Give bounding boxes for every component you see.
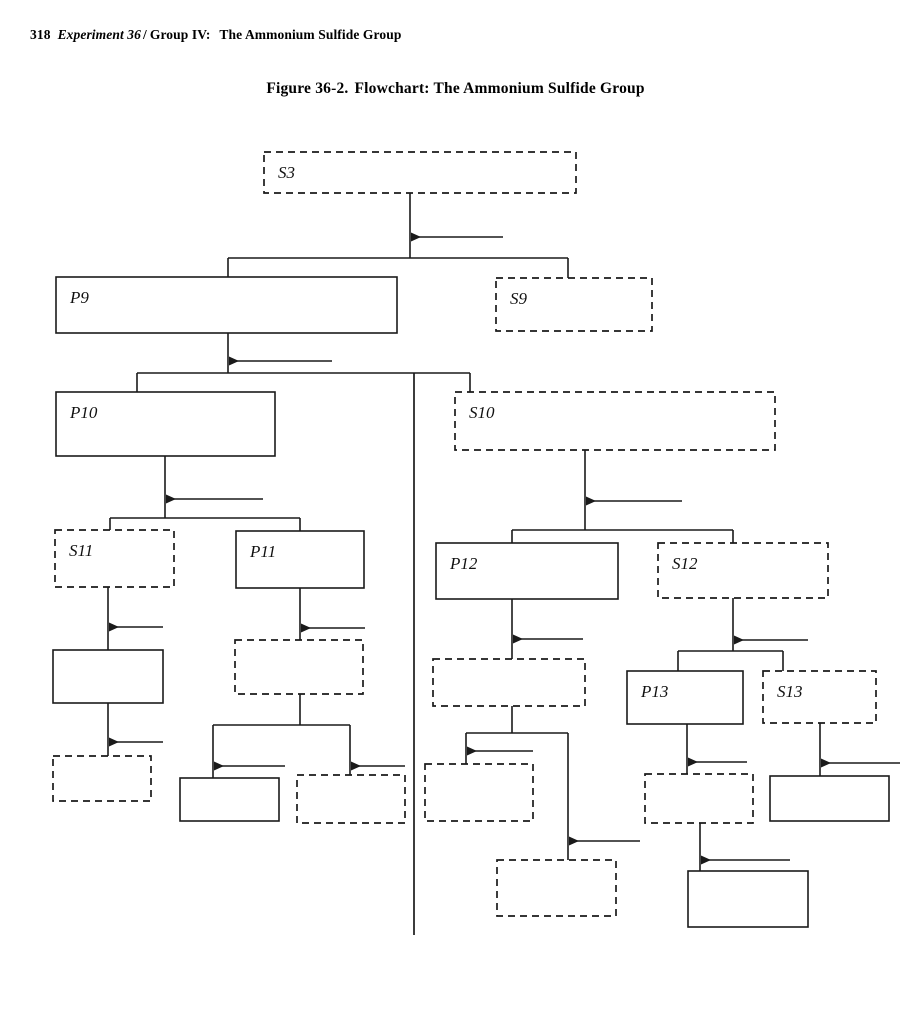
node-P9: P9 xyxy=(55,276,398,334)
blank-box-B4 xyxy=(179,777,280,822)
box-S12 xyxy=(657,542,829,599)
node-B11 xyxy=(687,870,809,928)
reagent-arrows xyxy=(109,232,900,865)
running-head-title: The Ammonium Sulfide Group xyxy=(219,27,402,42)
connector-B6-to-B7-B8 xyxy=(465,706,569,860)
node-label-P13: P13 xyxy=(640,682,668,701)
connector-P9-to-P10-S10 xyxy=(136,333,471,392)
node-label-S10: S10 xyxy=(469,403,495,422)
running-head-separator: / xyxy=(143,27,147,42)
blank-box-B1 xyxy=(52,649,164,704)
connector-S12-to-P13-S13 xyxy=(677,598,784,671)
connector-S10-to-P12-S12 xyxy=(511,450,734,543)
box-S9 xyxy=(495,277,653,332)
blank-box-B8 xyxy=(496,859,617,917)
box-P13 xyxy=(626,670,744,725)
connector-lines xyxy=(107,193,821,871)
blank-box-B2 xyxy=(52,755,152,802)
node-label-P10: P10 xyxy=(69,403,98,422)
node-B8 xyxy=(496,859,617,917)
node-P11: P11 xyxy=(235,530,365,589)
node-label-S3: S3 xyxy=(278,163,295,182)
node-B10 xyxy=(769,775,890,822)
box-S10 xyxy=(454,391,776,451)
figure-number: Figure 36-2. xyxy=(266,80,349,97)
node-B9 xyxy=(644,773,754,824)
node-label-P11: P11 xyxy=(249,542,276,561)
figure-caption: Figure 36-2. Flowchart: The Ammonium Sulf… xyxy=(0,80,911,98)
node-B1 xyxy=(52,649,164,704)
blank-box-B9 xyxy=(644,773,754,824)
node-B7 xyxy=(424,763,534,822)
box-S11 xyxy=(54,529,175,588)
node-P10: P10 xyxy=(55,391,276,457)
node-label-S11: S11 xyxy=(69,541,93,560)
blank-box-B3 xyxy=(234,639,364,695)
node-S9: S9 xyxy=(495,277,653,332)
box-S13 xyxy=(762,670,877,724)
experiment-label: Experiment 36 xyxy=(57,27,141,42)
blank-box-B11 xyxy=(687,870,809,928)
node-S3: S3 xyxy=(263,151,577,194)
node-B6 xyxy=(432,658,586,707)
box-P12 xyxy=(435,542,619,600)
connector-S3-to-P9-S9 xyxy=(227,193,569,278)
node-B4 xyxy=(179,777,280,822)
connector-B3-to-B4-B5 xyxy=(212,694,351,778)
blank-box-B10 xyxy=(769,775,890,822)
box-P11 xyxy=(235,530,365,589)
node-S11: S11 xyxy=(54,529,175,588)
box-P10 xyxy=(55,391,276,457)
connector-P10-to-S11-P11 xyxy=(109,456,301,531)
page-number: 318 xyxy=(30,27,51,42)
node-S12: S12 xyxy=(657,542,829,599)
node-label-P9: P9 xyxy=(69,288,89,307)
node-label-S9: S9 xyxy=(510,289,528,308)
node-S13: S13 xyxy=(762,670,877,724)
figure-title: Flowchart: The Ammonium Sulfide Group xyxy=(354,80,645,97)
node-B5 xyxy=(296,774,406,824)
box-P9 xyxy=(55,276,398,334)
blank-box-B5 xyxy=(296,774,406,824)
blank-box-B7 xyxy=(424,763,534,822)
group-label: Group IV: xyxy=(149,27,211,42)
node-P13: P13 xyxy=(626,670,744,725)
node-B3 xyxy=(234,639,364,695)
node-label-S12: S12 xyxy=(672,554,698,573)
running-head: 318 Experiment 36/Group IV: The Ammonium S… xyxy=(30,27,401,43)
node-P12: P12 xyxy=(435,542,619,600)
box-S3 xyxy=(263,151,577,194)
node-label-P12: P12 xyxy=(449,554,478,573)
node-B2 xyxy=(52,755,152,802)
blank-box-B6 xyxy=(432,658,586,707)
node-label-S13: S13 xyxy=(777,682,803,701)
node-S10: S10 xyxy=(454,391,776,451)
